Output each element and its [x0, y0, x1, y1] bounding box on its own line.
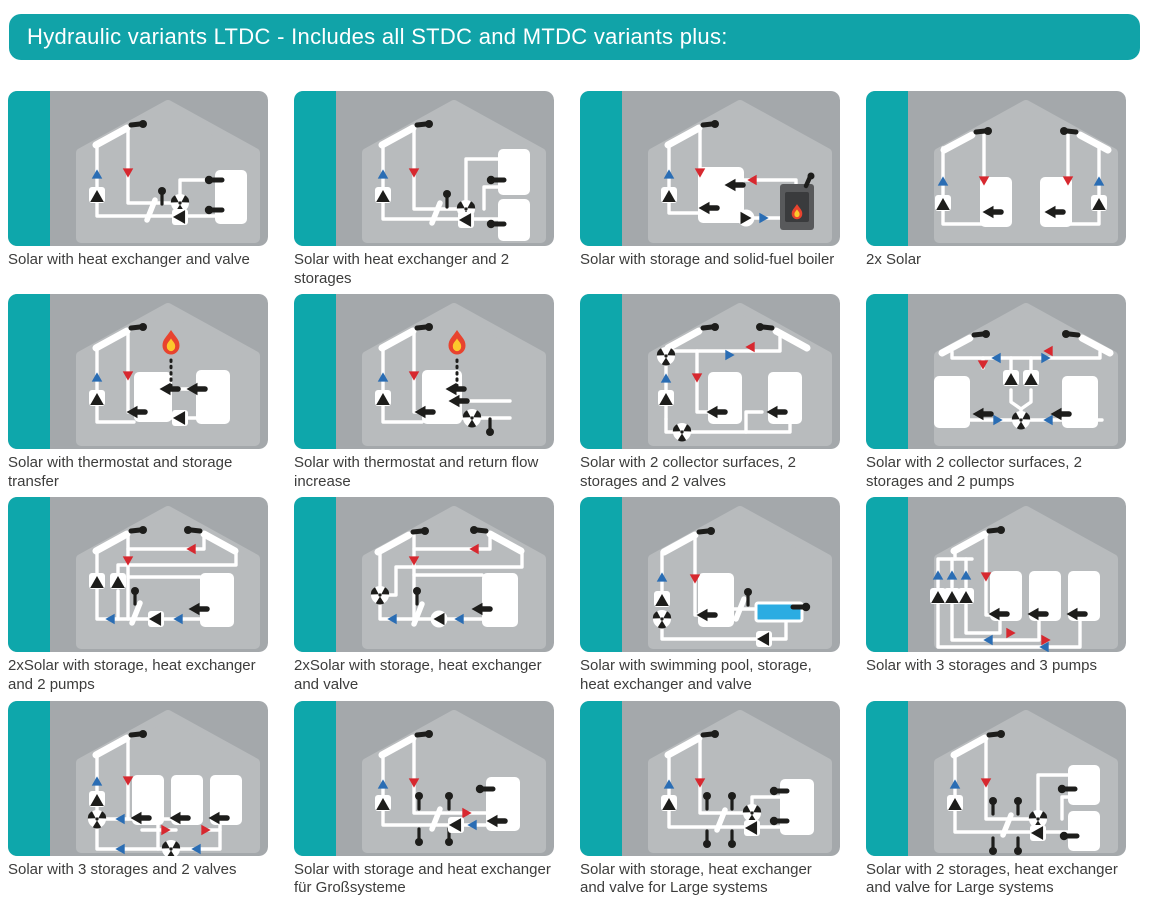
teal-stripe — [580, 497, 622, 653]
variant-caption: Solar with thermostat and storage transf… — [8, 454, 233, 490]
hydraulic-diagram — [866, 700, 1126, 856]
variant-cell: 2xSolar with storage, heat exchanger and… — [294, 497, 554, 694]
variant-caption: Solar with 2 collector surfaces, 2 stora… — [866, 454, 1082, 490]
hydraulic-diagram — [580, 91, 840, 246]
variant-cell: Solar with 2 collector surfaces, 2 stora… — [866, 294, 1126, 491]
teal-stripe — [294, 294, 336, 450]
variant-tile-11 — [580, 497, 840, 653]
variant-caption: Solar with 3 storages and 2 valves — [8, 860, 237, 878]
hydraulic-diagram — [580, 700, 840, 856]
hydraulic-diagram — [294, 294, 554, 450]
variant-tile-8 — [866, 294, 1126, 450]
variant-caption: 2xSolar with storage, heat exchanger and… — [294, 657, 542, 693]
variant-tile-16 — [866, 700, 1126, 856]
variant-caption: Solar with storage and solid-fuel boiler — [580, 251, 835, 268]
teal-stripe — [294, 497, 336, 653]
teal-stripe — [8, 294, 50, 450]
variant-tile-10 — [294, 497, 554, 653]
hydraulic-diagram — [294, 91, 554, 246]
variant-cell: Solar with 3 storages and 2 valves — [8, 700, 268, 898]
variant-tile-5 — [8, 294, 268, 450]
variant-cell: Solar with storage and heat exchanger fü… — [294, 700, 554, 898]
hydraulic-diagram — [8, 497, 268, 653]
teal-stripe — [866, 497, 908, 653]
variant-caption: Solar with 2 storages, heat ex­changer a… — [866, 860, 1118, 897]
hydraulic-diagram — [8, 700, 268, 856]
hydraulic-diagram — [8, 294, 268, 450]
variant-tile-7 — [580, 294, 840, 450]
variant-cell: Solar with 2 storages, heat ex­changer a… — [866, 700, 1126, 898]
variant-caption: Solar with thermostat and return flow in… — [294, 454, 539, 490]
teal-stripe — [8, 700, 50, 856]
teal-stripe — [8, 497, 50, 653]
hydraulic-diagram — [294, 700, 554, 856]
variant-tile-2 — [294, 91, 554, 246]
header-banner: Hydraulic variants LTDC - Includes all S… — [9, 14, 1140, 60]
teal-stripe — [8, 91, 50, 246]
variant-cell: Solar with heat exchanger and 2 storages — [294, 91, 554, 288]
variant-caption: 2xSolar with storage, heat exchanger and… — [8, 657, 256, 693]
teal-stripe — [866, 700, 908, 856]
teal-stripe — [866, 294, 908, 450]
variant-caption: Solar with 2 collector surfaces, 2 stora… — [580, 454, 796, 490]
hydraulic-diagram — [580, 497, 840, 653]
hydraulic-diagram — [866, 91, 1126, 246]
hydraulic-diagram — [866, 294, 1126, 450]
variant-caption: Solar with heat exchanger and 2 storages — [294, 251, 510, 287]
hydraulic-diagram — [294, 497, 554, 653]
variant-caption: Solar with heat exchanger and valve — [8, 251, 250, 268]
variant-cell: Solar with swimming pool, storage, heat … — [580, 497, 840, 694]
variant-cell: Solar with 3 storages and 3 pumps — [866, 497, 1126, 694]
hydraulic-diagram — [8, 91, 268, 246]
variant-tile-6 — [294, 294, 554, 450]
variant-tile-15 — [580, 700, 840, 856]
hydraulic-diagram — [580, 294, 840, 450]
teal-stripe — [294, 91, 336, 246]
teal-stripe — [580, 294, 622, 450]
teal-stripe — [866, 91, 908, 246]
hydraulic-diagram — [866, 497, 1126, 653]
variant-cell: Solar with storage and solid-fuel boiler — [580, 91, 840, 288]
variant-caption: Solar with 3 storages and 3 pumps — [866, 657, 1097, 675]
variant-cell: 2xSolar with storage, heat exchanger and… — [8, 497, 268, 694]
variant-caption: Solar with storage and heat exchanger fü… — [294, 860, 551, 897]
teal-stripe — [294, 700, 336, 856]
variant-cell: Solar with 2 collector surfaces, 2 stora… — [580, 294, 840, 491]
teal-stripe — [580, 700, 622, 856]
variant-tile-3 — [580, 91, 840, 246]
variant-tile-9 — [8, 497, 268, 653]
variant-cell: Solar with storage, heat exchanger and v… — [580, 700, 840, 898]
variant-tile-13 — [8, 700, 268, 856]
variant-caption: 2x Solar — [866, 251, 922, 268]
house-silhouette — [76, 100, 260, 243]
variant-caption: Solar with storage, heat exchanger and v… — [580, 860, 812, 897]
variant-caption: Solar with swimming pool, storage, heat … — [580, 657, 812, 693]
header-title: Hydraulic variants LTDC - Includes all S… — [27, 24, 728, 49]
variant-cell: 2x Solar — [866, 91, 1126, 288]
variant-tile-1 — [8, 91, 268, 246]
teal-stripe — [580, 91, 622, 246]
variant-tile-14 — [294, 700, 554, 856]
variant-tile-12 — [866, 497, 1126, 653]
variant-cell: Solar with thermostat and return flow in… — [294, 294, 554, 491]
variant-cell: Solar with thermostat and storage transf… — [8, 294, 268, 491]
variant-cell: Solar with heat exchanger and valve — [8, 91, 268, 288]
variant-tile-4 — [866, 91, 1126, 246]
